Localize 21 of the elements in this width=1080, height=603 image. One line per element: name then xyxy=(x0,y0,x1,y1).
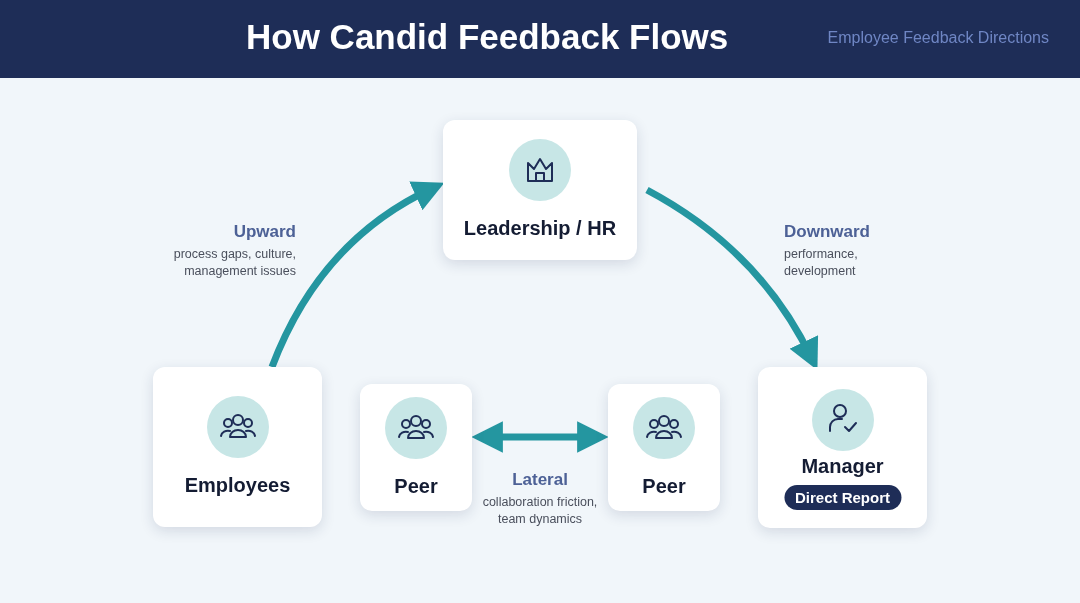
title: How Candid Feedback Flows xyxy=(246,17,729,57)
node-card xyxy=(360,384,472,511)
node-title: Peer xyxy=(393,474,439,498)
subtitle: Employee Feedback Directions xyxy=(827,29,1049,47)
node-card xyxy=(443,120,637,260)
arrow xyxy=(471,421,609,453)
node-title: Peer xyxy=(641,474,687,498)
node-card xyxy=(758,367,927,528)
node-title: Employees xyxy=(183,474,292,497)
node-card xyxy=(608,384,720,511)
node-title: Manager xyxy=(800,455,885,478)
arrow xyxy=(268,182,445,369)
edge-description: collaboration friction, team dynamics xyxy=(481,494,599,528)
edge-description: process gaps, culture, management issues xyxy=(172,246,296,280)
role-badge: Direct Report xyxy=(784,485,901,510)
edge-label: Downward xyxy=(784,222,871,242)
edge-description: performance, development xyxy=(784,246,859,280)
edge-label: Upward xyxy=(232,222,296,242)
edge-label: Lateral xyxy=(511,470,569,490)
node-card xyxy=(153,367,322,527)
node-title: Leadership / HR xyxy=(462,217,618,240)
